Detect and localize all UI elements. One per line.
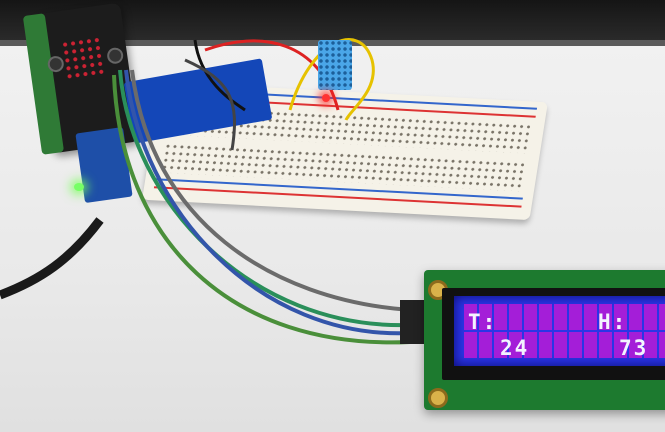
- usb-cable: [0, 217, 104, 300]
- lcd-humidity-value: 73: [619, 336, 649, 360]
- mount-hole: [428, 388, 448, 408]
- red-led: [322, 94, 330, 102]
- lcd-screen: T: H: 24 73: [454, 296, 665, 366]
- lcd-row-1: [464, 304, 665, 330]
- lcd-humidity-label: H:: [598, 310, 628, 334]
- green-power-led: [74, 183, 84, 191]
- lcd-row-2: [464, 332, 665, 358]
- lcd-temp-label: T:: [468, 310, 498, 334]
- dht-sensor: [318, 40, 352, 90]
- lcd-temp-value: 24: [500, 336, 530, 360]
- lcd-module: T: H: 24 73: [424, 270, 665, 410]
